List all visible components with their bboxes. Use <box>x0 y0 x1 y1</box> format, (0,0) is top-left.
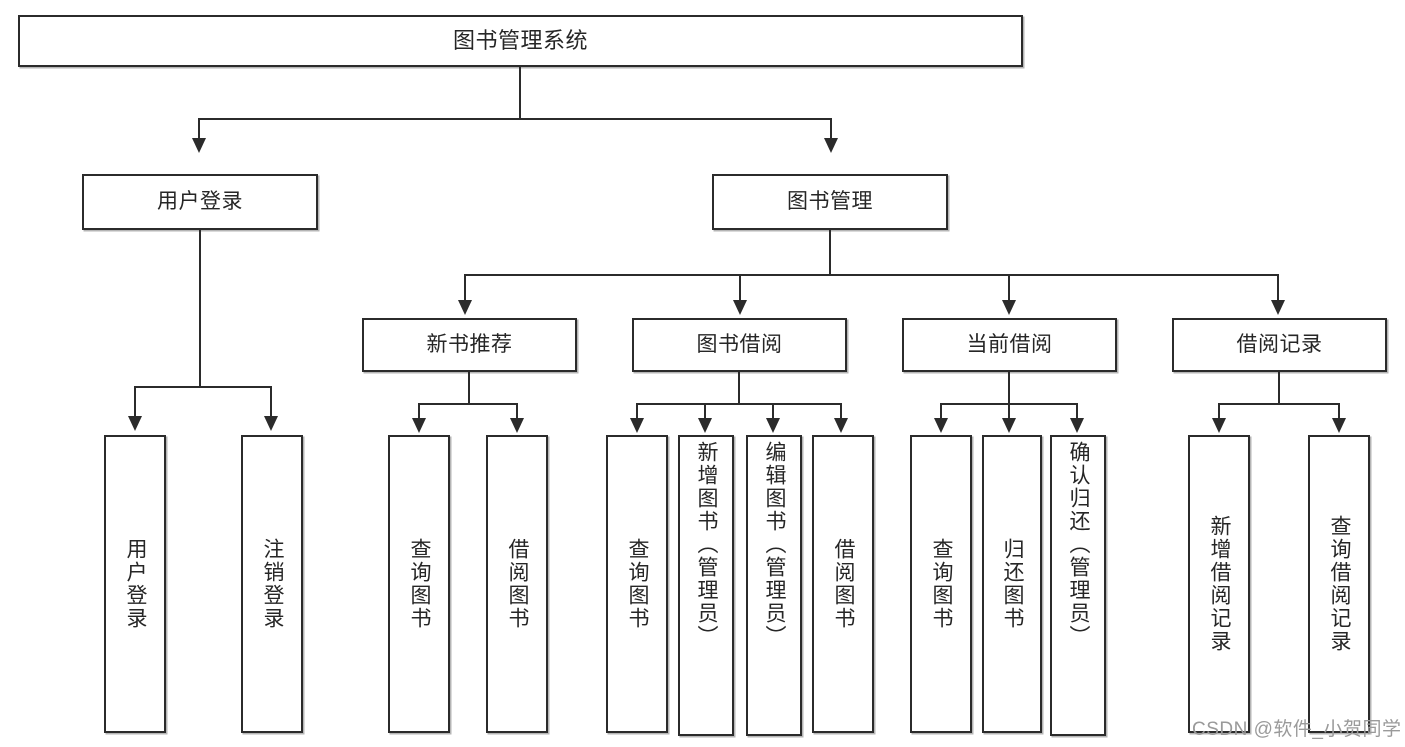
connector-root-to-user-login <box>198 118 200 140</box>
leaf-new-book-query[interactable]: 查询图书 <box>388 435 450 733</box>
arrowhead-bb-to-leaf-3 <box>766 418 780 433</box>
node-root-book-management-system[interactable]: 图书管理系统 <box>18 15 1023 67</box>
node-label: 借阅记录 <box>1236 333 1323 357</box>
connector-cb-to-leaf-1 <box>940 403 942 420</box>
arrowhead-cb-to-leaf-2 <box>1002 418 1016 433</box>
arrowhead-bm-to-current-borrow <box>1002 300 1016 315</box>
node-book-management[interactable]: 图书管理 <box>712 174 948 230</box>
connector-bb-to-leaf-4 <box>840 403 842 420</box>
node-label: 查询图书 <box>930 538 954 630</box>
leaf-user-login[interactable]: 用户登录 <box>104 435 166 733</box>
node-label: 借阅图书 <box>832 538 856 630</box>
connector-bm-to-borrow-record <box>1277 274 1279 302</box>
node-label: 新增借阅记录 <box>1208 515 1232 653</box>
arrowhead-user-login-to-leaf-1 <box>128 416 142 431</box>
arrowhead-root-to-book-management <box>824 138 838 153</box>
connector-new-book-to-leaf-1 <box>418 403 420 420</box>
connector-user-login-to-leaf-2 <box>270 386 272 418</box>
node-label: 新书推荐 <box>426 333 513 357</box>
arrowhead-cb-to-leaf-3 <box>1070 418 1084 433</box>
arrowhead-bm-to-borrow-record <box>1271 300 1285 315</box>
connector-book-management-stem <box>829 230 831 275</box>
arrowhead-user-login-to-leaf-2 <box>264 416 278 431</box>
node-current-borrow[interactable]: 当前借阅 <box>902 318 1117 372</box>
node-book-borrow[interactable]: 图书借阅 <box>632 318 847 372</box>
node-label: 查询借阅记录 <box>1328 515 1352 653</box>
connector-new-book-bus <box>418 403 518 405</box>
connector-book-borrow-bus <box>636 403 841 405</box>
connector-bm-to-book-borrow <box>739 274 741 302</box>
leaf-query-borrow-record[interactable]: 查询借阅记录 <box>1308 435 1370 733</box>
arrowhead-br-to-leaf-2 <box>1332 418 1346 433</box>
arrowhead-root-to-user-login <box>192 138 206 153</box>
connector-bb-to-leaf-1 <box>636 403 638 420</box>
arrowhead-new-book-to-leaf-2 <box>510 418 524 433</box>
arrowhead-bb-to-leaf-4 <box>834 418 848 433</box>
connector-root-bus <box>198 118 832 120</box>
connector-bb-to-leaf-3 <box>772 403 774 420</box>
node-label: 用户登录 <box>157 190 243 214</box>
node-label: 新增图书（管理员） <box>695 441 719 648</box>
arrowhead-new-book-to-leaf-1 <box>412 418 426 433</box>
node-label: 用户登录 <box>124 538 148 630</box>
arrowhead-bb-to-leaf-1 <box>630 418 644 433</box>
connector-br-to-leaf-1 <box>1218 403 1220 420</box>
node-label: 图书管理系统 <box>452 27 588 53</box>
node-label: 查询图书 <box>626 538 650 630</box>
leaf-confirm-return-admin[interactable]: 确认归还（管理员） <box>1050 435 1106 736</box>
node-label: 图书借阅 <box>696 333 783 357</box>
leaf-new-book-borrow[interactable]: 借阅图书 <box>486 435 548 733</box>
connector-book-borrow-stem <box>738 372 740 404</box>
leaf-book-edit-admin[interactable]: 编辑图书（管理员） <box>746 435 802 736</box>
node-label: 借阅图书 <box>506 538 530 630</box>
arrowhead-bm-to-new-book <box>458 300 472 315</box>
node-borrow-record[interactable]: 借阅记录 <box>1172 318 1387 372</box>
leaf-user-logout[interactable]: 注销登录 <box>241 435 303 733</box>
connector-new-book-stem <box>468 372 470 404</box>
connector-new-book-to-leaf-2 <box>516 403 518 420</box>
connector-borrow-record-stem <box>1278 372 1280 404</box>
connector-root-stem <box>519 67 521 119</box>
node-label: 归还图书 <box>1001 538 1025 630</box>
leaf-book-borrow-action[interactable]: 借阅图书 <box>812 435 874 733</box>
connector-cb-to-leaf-2 <box>1008 403 1010 420</box>
connector-borrow-record-bus <box>1218 403 1340 405</box>
leaf-book-add-admin[interactable]: 新增图书（管理员） <box>678 435 734 736</box>
node-new-book-recommend[interactable]: 新书推荐 <box>362 318 577 372</box>
connector-user-login-bus <box>134 386 272 388</box>
connector-bm-to-new-book <box>464 274 466 302</box>
connector-current-borrow-stem <box>1008 372 1010 404</box>
arrowhead-br-to-leaf-1 <box>1212 418 1226 433</box>
connector-book-management-bus <box>464 274 1278 276</box>
node-label: 确认归还（管理员） <box>1067 441 1091 648</box>
leaf-add-borrow-record[interactable]: 新增借阅记录 <box>1188 435 1250 733</box>
connector-user-login-to-leaf-1 <box>134 386 136 418</box>
arrowhead-bm-to-book-borrow <box>733 300 747 315</box>
arrowhead-bb-to-leaf-2 <box>698 418 712 433</box>
connector-br-to-leaf-2 <box>1338 403 1340 420</box>
leaf-return-book[interactable]: 归还图书 <box>982 435 1042 733</box>
leaf-current-borrow-query[interactable]: 查询图书 <box>910 435 972 733</box>
node-label: 查询图书 <box>408 538 432 630</box>
arrowhead-cb-to-leaf-1 <box>934 418 948 433</box>
node-user-login[interactable]: 用户登录 <box>82 174 318 230</box>
node-label: 图书管理 <box>787 190 873 214</box>
leaf-book-borrow-query[interactable]: 查询图书 <box>606 435 668 733</box>
connector-user-login-stem <box>199 230 201 387</box>
connector-cb-to-leaf-3 <box>1076 403 1078 420</box>
connector-bm-to-current-borrow <box>1008 274 1010 302</box>
connector-bb-to-leaf-2 <box>704 403 706 420</box>
node-label: 编辑图书（管理员） <box>763 441 787 648</box>
node-label: 注销登录 <box>261 538 285 630</box>
connector-root-to-book-management <box>830 118 832 140</box>
node-label: 当前借阅 <box>966 333 1053 357</box>
